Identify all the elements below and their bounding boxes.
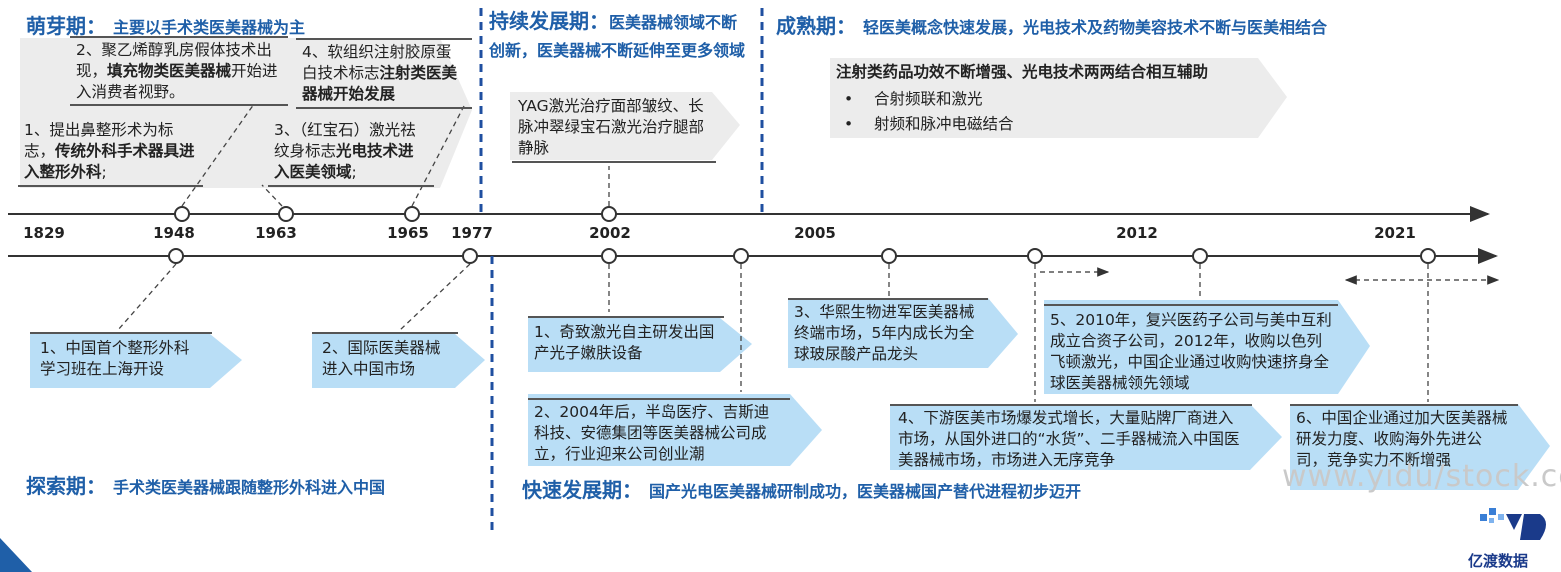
event-1963-box: 3、（红宝石）激光祛纹身标志光电技术进入医美领域;: [268, 118, 434, 187]
event-text: ;: [101, 163, 107, 181]
connector-1977-bottom: [399, 263, 471, 331]
event-2021-box: 6、中国企业通过加大医美器械研发力度、收购海外先进公司，竞争实力不断增强: [1290, 404, 1518, 473]
year-label: 2012: [1116, 224, 1158, 242]
event-text: 开始进入消费者视野。: [76, 62, 278, 101]
event-bold-text: 注射类医美器械开始发展: [302, 64, 458, 103]
phase-desc: 轻医美概念快速发展，光电技术及药物美容技术不断与医美相结合: [862, 18, 1327, 37]
phase-desc: 主要以手术类医美器械为主: [112, 18, 305, 37]
year-label: 1965: [387, 224, 429, 242]
phase-name: 萌芽期：: [26, 14, 106, 38]
marker-1963-top: [278, 206, 294, 222]
phase-name: 探索期：: [26, 474, 106, 498]
event-2005-bottom-box: 3、华熙生物进军医美器械终端市场，5年内成长为全球玻尿酸产品龙头: [788, 298, 988, 367]
event-1965-box: 4、软组织注射胶原蛋白技术标志注射类医美器械开始发展: [296, 38, 472, 109]
event-text: 5、2010年，复兴医药子公司与美中互利成立合资子公司，2012年，收购以色列飞…: [1050, 311, 1332, 392]
year-label: 2002: [589, 224, 631, 242]
event-2004-bottom-box: 2、2004年后，半岛医疗、吉斯迪科技、安德集团等医美器械公司成立，行业迎来公司…: [528, 398, 790, 467]
event-1948-box: 2、聚乙烯醇乳房假体技术出现，填充物类医美器械开始进入消费者视野。: [70, 36, 288, 105]
phase-desc: 手术类医美器械跟随整形外科进入中国: [112, 478, 385, 497]
event-1829-box: 1、提出鼻整形术为标志，传统外科手术器具进入整形外科;: [18, 118, 203, 187]
connector-1948-bottom: [117, 263, 177, 331]
event-2010-box: 5、2010年，复兴医药子公司与美中互利成立合资子公司，2012年，收购以色列飞…: [1044, 304, 1338, 398]
marker-1977-bottom: [462, 248, 478, 264]
event-2010-downstream-box: 4、下游医美市场爆发式增长，大量贴牌厂商进入市场，从国外进口的“水货”、二手器械…: [890, 404, 1252, 473]
phase-name: 成熟期：: [776, 14, 856, 38]
event-text: 1、中国首个整形外科学习班在上海开设: [40, 339, 190, 378]
event-text: 1、奇致激光自主研发出国产光子嫩肤设备: [534, 323, 715, 362]
marker-2002-top: [601, 206, 617, 222]
event-text: 3、（红宝石）激光祛纹身标志: [274, 121, 416, 160]
watermark: www.yidu/stock.com: [1282, 459, 1561, 494]
grey-arrow-sprout: [20, 38, 472, 188]
marker-2005-bottom: [881, 248, 897, 264]
phase-title-explore: 探索期： 手术类医美器械跟随整形外科进入中国: [26, 470, 385, 499]
mature-title: 注射类药品功效不断增强、光电技术两两结合相互辅助: [836, 63, 1209, 81]
event-text: ;: [351, 163, 357, 181]
event-text: 2、聚乙烯醇乳房假体技术出现，: [76, 41, 272, 80]
event-text: 2、国际医美器械进入中国市场: [322, 339, 441, 378]
marker-2021-bottom: [1420, 248, 1436, 264]
connector-1965-top: [411, 105, 465, 207]
event-text: 3、华熙生物进军医美器械终端市场，5年内成长为全球玻尿酸产品龙头: [794, 303, 975, 363]
event-1948-bottom-box: 1、中国首个整形外科学习班在上海开设: [30, 332, 212, 384]
marker-2012-bottom: [1192, 248, 1208, 264]
blue-arrow-b1: [30, 334, 242, 388]
marker-2002-bottom: [601, 248, 617, 264]
phase-title-rapid: 快速发展期： 国产光电医美器械研制成功，医美器械国产替代进程初步迈开: [522, 474, 1081, 503]
marker-1965-top: [404, 206, 420, 222]
year-label: 2021: [1374, 224, 1416, 242]
phase-name: 持续发展期：: [489, 9, 609, 33]
event-1948-underline: [70, 104, 288, 106]
event-text: 1、提出鼻整形术为标志，: [24, 121, 174, 160]
blue-arrow-c3: [788, 298, 1018, 368]
logo-text: 亿渡数据: [1468, 552, 1529, 570]
event-2002-top-box: YAG激光治疗面部皱纹、长脉冲翠绿宝石激光治疗腿部静脉: [512, 94, 716, 163]
connector-1948-top: [181, 103, 255, 207]
event-2002-bottom-box: 1、奇致激光自主研发出国产光子嫩肤设备: [528, 316, 724, 368]
event-bold-text: 填充物类医美器械: [107, 62, 232, 80]
event-text: 2、2004年后，半岛医疗、吉斯迪科技、安德集团等医美器械公司成立，行业迎来公司…: [534, 403, 770, 463]
year-label: 1829: [23, 224, 65, 242]
year-label: 1977: [451, 224, 493, 242]
event-1977-bottom-box: 2、国际医美器械进入中国市场: [312, 332, 458, 384]
marker-1948-top: [174, 206, 190, 222]
marker-2004-bottom: [733, 248, 749, 264]
marker-1948-bottom: [168, 248, 184, 264]
blue-arrow-b2: [312, 334, 485, 388]
connector-1963-top: [261, 184, 283, 207]
mature-list-item: 合射频联和激光: [836, 87, 1254, 112]
blue-arrow-c6: [1290, 404, 1550, 490]
event-text: 6、中国企业通过加大医美器械研发力度、收购海外先进公司，竞争实力不断增强: [1296, 409, 1508, 469]
blue-arrow-c5: [1044, 300, 1370, 394]
mature-list-item: 射频和脉冲电磁结合: [836, 112, 1254, 137]
event-mature-box: 注射类药品功效不断增强、光电技术两两结合相互辅助 合射频联和激光 射频和脉冲电磁…: [830, 60, 1260, 139]
grey-arrow-yag: [510, 92, 740, 160]
logo-mark-icon: [1480, 508, 1546, 540]
event-text: 4、下游医美市场爆发式增长，大量贴牌厂商进入市场，从国外进口的“水货”、二手器械…: [898, 409, 1240, 469]
phase-name: 快速发展期：: [522, 478, 642, 502]
event-text: YAG激光治疗面部皱纹、长脉冲翠绿宝石激光治疗腿部静脉: [518, 97, 705, 157]
phase-title-sprout: 萌芽期： 主要以手术类医美器械为主: [26, 10, 305, 39]
phase-title-mature: 成熟期： 轻医美概念快速发展，光电技术及药物美容技术不断与医美相结合: [776, 10, 1327, 39]
blue-arrow-c1: [528, 318, 752, 372]
event-text: 4、软组织注射胶原蛋白技术标志: [302, 43, 452, 82]
year-label: 2005: [794, 224, 836, 242]
blue-arrow-c2: [528, 394, 822, 466]
event-bold-text: 光电技术进入医美领域: [274, 142, 414, 181]
year-label: 1963: [255, 224, 297, 242]
phase-desc: 医美器械领域不断创新，医美器械不断延伸至更多领域: [489, 13, 746, 60]
mature-list: 合射频联和激光 射频和脉冲电磁结合: [836, 87, 1254, 137]
marker-2010-bottom: [1027, 248, 1043, 264]
blue-arrow-c4: [890, 404, 1282, 470]
phase-title-continuous: 持续发展期：医美器械领域不断创新，医美器械不断延伸至更多领域: [489, 8, 749, 64]
year-label: 1948: [153, 224, 195, 242]
corner-decoration: [0, 538, 32, 572]
phase-desc: 国产光电医美器械研制成功，医美器械国产替代进程初步迈开: [648, 482, 1081, 501]
event-bold-text: 传统外科手术器具进入整形外科: [24, 142, 195, 181]
